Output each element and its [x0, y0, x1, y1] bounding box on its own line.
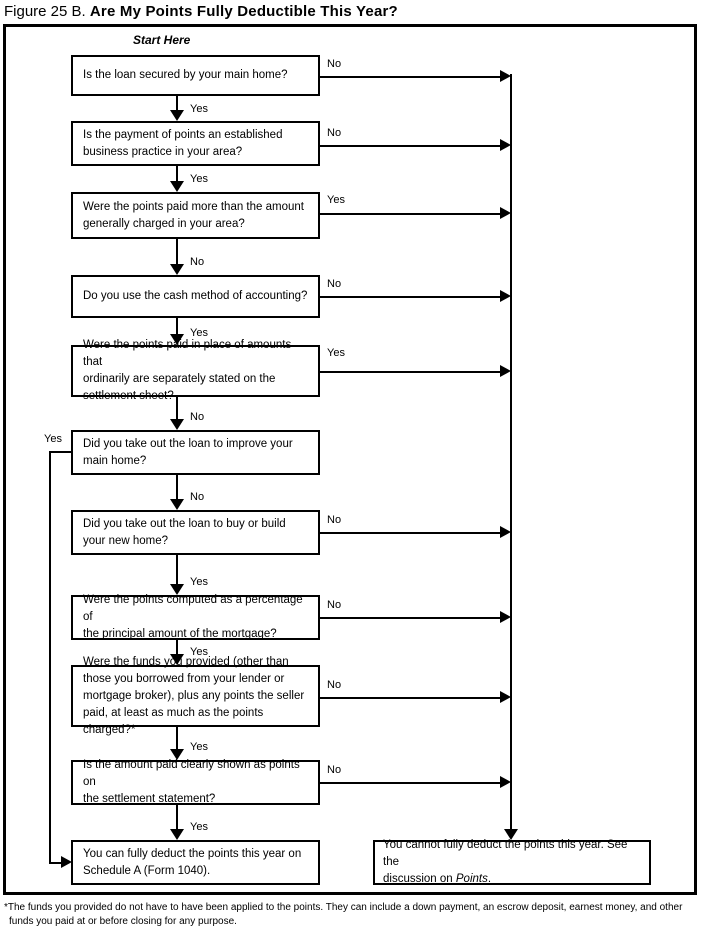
arrow-q7-q8	[170, 584, 184, 595]
node-q1-label: Is the loan secured by your main home?	[83, 69, 288, 81]
arrow-q8-right	[500, 611, 511, 623]
edge-label-q4-right: No	[327, 278, 342, 290]
branch-q10-right	[320, 782, 501, 784]
arrow-q3-q4	[170, 264, 184, 275]
edge-label-q7-right: No	[327, 514, 342, 526]
node-q3[interactable]: Were the points paid more than the amoun…	[71, 192, 320, 239]
edge-label-q3-down: No	[190, 256, 205, 268]
node-fully-deductible-label: You can fully deduct the points this yea…	[83, 847, 302, 877]
footnote-line-2: funds you paid at or before closing for …	[9, 916, 237, 927]
branch-q4-right	[320, 296, 501, 298]
arrow-q9-right	[500, 691, 511, 703]
arrow-q10-right	[500, 776, 511, 788]
connector-q5-q6	[176, 397, 178, 419]
arrow-q6-q7	[170, 499, 184, 510]
footnote-line-1: *The funds you provided do not have to h…	[4, 902, 683, 913]
node-q4[interactable]: Do you use the cash method of accounting…	[71, 275, 320, 318]
footnote: *The funds you provided do not have to h…	[4, 901, 704, 929]
edge-label-q4-down: Yes	[190, 327, 208, 339]
branch-q6-left	[49, 451, 73, 453]
arrow-q1-q2	[170, 110, 184, 121]
edge-label-q9-down: Yes	[190, 741, 208, 753]
node-not-deductible-text-post: .	[487, 873, 492, 885]
connector-q8-q9	[176, 640, 178, 654]
branch-q3-right	[320, 213, 501, 215]
edge-label-q1-down: Yes	[190, 103, 208, 115]
node-q9[interactable]: Were the funds you provided (other than …	[71, 656, 320, 736]
branch-q8-right	[320, 617, 501, 619]
node-q5-label: Were the points paid in place of amounts…	[83, 339, 292, 402]
edge-label-q2-down: Yes	[190, 173, 208, 185]
node-q2[interactable]: Is the payment of points an established …	[71, 121, 320, 166]
node-q3-label: Were the points paid more than the amoun…	[83, 200, 304, 230]
node-not-deductible-label: You cannot fully deduct the points this …	[375, 837, 649, 888]
node-q9-label: Were the funds you provided (other than …	[83, 655, 305, 736]
arrow-loop-to-outcome	[61, 856, 72, 868]
arrow-q4-q5	[170, 334, 184, 345]
arrow-q5-right	[500, 365, 511, 377]
figure-frame	[3, 24, 697, 895]
branch-q7-right	[320, 532, 501, 534]
connector-q9-q10	[176, 727, 178, 749]
edge-label-q8-right: No	[327, 599, 342, 611]
edge-label-q7-down: Yes	[190, 576, 208, 588]
node-q4-label: Do you use the cash method of accounting…	[83, 290, 308, 302]
edge-label-q10-right: No	[327, 764, 342, 776]
edge-label-q3-right: Yes	[327, 194, 345, 206]
arrow-q7-right	[500, 526, 511, 538]
connector-q6-q7	[176, 475, 178, 499]
edge-label-q2-right: No	[327, 127, 342, 139]
arrow-q10-outcome	[170, 829, 184, 840]
node-not-deductible-text-pre: You cannot fully deduct the points this …	[383, 839, 628, 885]
connector-q3-q4	[176, 239, 178, 264]
edge-label-q9-right: No	[327, 679, 342, 691]
page-title-main: Are My Points Fully Deductible This Year…	[89, 3, 398, 20]
branch-q5-right	[320, 371, 501, 373]
node-not-deductible-text-italic: Points	[455, 873, 488, 885]
node-q2-label: Is the payment of points an established …	[83, 128, 283, 158]
node-not-deductible-outcome[interactable]: You cannot fully deduct the points this …	[373, 837, 651, 888]
node-q7-label: Did you take out the loan to buy or buil…	[83, 517, 286, 547]
arrow-q3-right	[500, 207, 511, 219]
edge-label-q6-left: Yes	[44, 433, 62, 445]
node-q7[interactable]: Did you take out the loan to buy or buil…	[71, 510, 320, 555]
loop-spine-left	[49, 451, 51, 863]
loop-to-outcome	[49, 862, 63, 864]
arrow-q5-q6	[170, 419, 184, 430]
connector-q1-q2	[176, 96, 178, 110]
arrow-collector-to-not-deductible	[504, 829, 518, 840]
edge-label-q1-right: No	[327, 58, 342, 70]
connector-q10-outcome	[176, 805, 178, 829]
node-q6[interactable]: Did you take out the loan to improve you…	[71, 430, 320, 475]
edge-label-q10-down: Yes	[190, 821, 208, 833]
arrow-q1-right	[500, 70, 511, 82]
arrow-q2-right	[500, 139, 511, 151]
branch-q1-right	[320, 76, 501, 78]
node-fully-deductible-outcome[interactable]: You can fully deduct the points this yea…	[71, 840, 320, 885]
edge-label-q6-down: No	[190, 491, 205, 503]
connector-q2-q3	[176, 166, 178, 181]
node-q5[interactable]: Were the points paid in place of amounts…	[71, 339, 320, 402]
start-here-label: Start Here	[133, 33, 191, 47]
arrow-q9-q10	[170, 749, 184, 760]
node-q8[interactable]: Were the points computed as a percentage…	[71, 594, 320, 640]
arrow-q2-q3	[170, 181, 184, 192]
branch-q2-right	[320, 145, 501, 147]
page-title-prefix: Figure 25 B.	[4, 3, 90, 20]
edge-label-q5-right: Yes	[327, 347, 345, 359]
edge-label-q8-down: Yes	[190, 646, 208, 658]
node-q8-label: Were the points computed as a percentage…	[83, 594, 303, 640]
collector-spine-right	[510, 74, 512, 829]
arrow-q8-q9	[170, 654, 184, 665]
connector-q4-q5	[176, 318, 178, 334]
page-title: Figure 25 B. Are My Points Fully Deducti…	[4, 3, 398, 21]
arrow-q4-right	[500, 290, 511, 302]
connector-q7-q8	[176, 555, 178, 584]
node-q10-label: Is the amount paid clearly shown as poin…	[83, 759, 300, 805]
edge-label-q5-down: No	[190, 411, 205, 423]
node-q10[interactable]: Is the amount paid clearly shown as poin…	[71, 759, 320, 805]
node-q1[interactable]: Is the loan secured by your main home?	[71, 55, 320, 96]
branch-q9-right	[320, 697, 501, 699]
node-q6-label: Did you take out the loan to improve you…	[83, 437, 293, 467]
